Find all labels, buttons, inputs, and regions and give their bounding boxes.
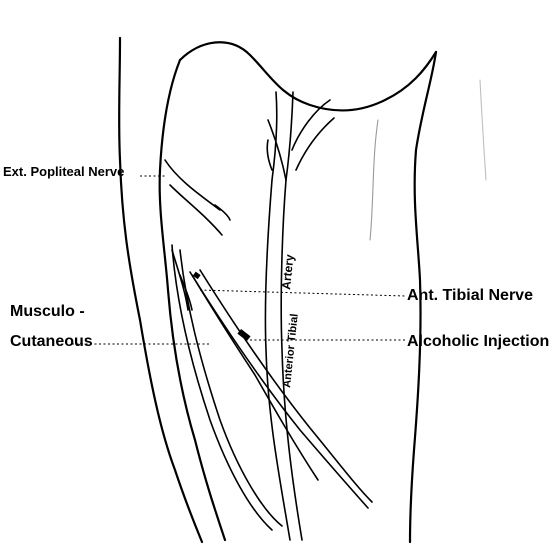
- ext-popliteal-nerve: [165, 160, 230, 235]
- label-musculo: Musculo -: [10, 303, 85, 320]
- label-anterior-tibial: Anterior Tibial: [281, 313, 301, 388]
- label-ant-tibial-nerve: Ant. Tibial Nerve: [407, 287, 533, 304]
- label-cutaneous: Cutaneous: [10, 333, 93, 350]
- label-alcoholic-injection: Alcoholic Injection: [407, 333, 549, 350]
- label-artery: Artery: [279, 253, 297, 290]
- label-ext-popliteal-nerve: Ext. Popliteal Nerve: [3, 164, 124, 179]
